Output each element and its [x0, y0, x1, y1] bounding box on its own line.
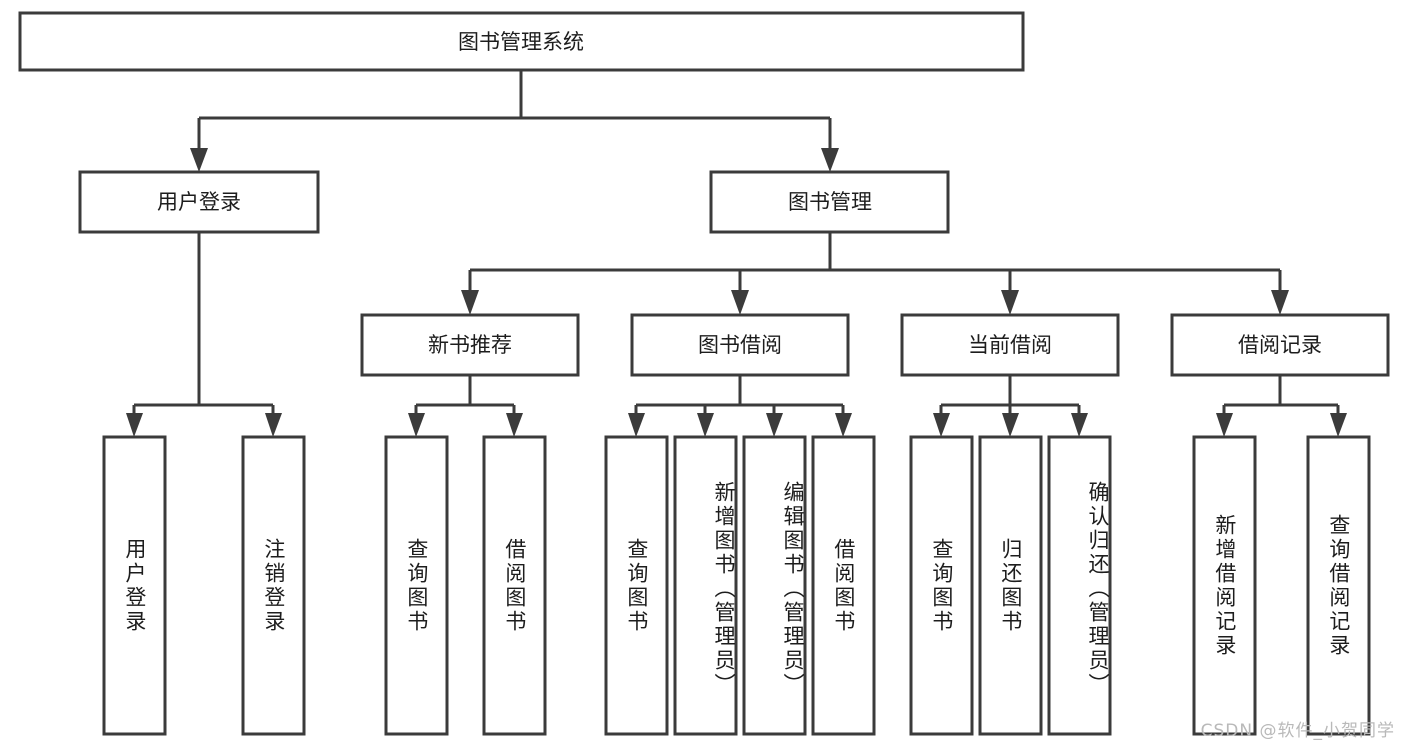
leaf-box-borrow-book-rec[interactable]	[482, 435, 547, 736]
node-current-borrow-box[interactable]	[900, 313, 1120, 377]
arrow-root-to-user-login	[190, 148, 208, 172]
leaf-box-confirm-return-admin[interactable]	[1047, 435, 1112, 736]
arrow-current-borrow-leaf1	[933, 413, 950, 437]
arrow-root-to-book-mgmt	[821, 148, 839, 172]
node-book-mgmt-label: 图书管理	[788, 190, 872, 214]
leaf-box-edit-book-admin[interactable]	[742, 435, 807, 736]
node-root-box[interactable]	[18, 11, 1025, 72]
node-borrow-record-label: 借阅记录	[1238, 333, 1322, 357]
arrow-to-borrow-record	[1271, 290, 1289, 315]
arrow-to-new-book-rec	[461, 290, 479, 315]
leaf-box-add-book-admin[interactable]	[673, 435, 738, 736]
leaf-box-borrow-book[interactable]	[811, 435, 876, 736]
leaf-box-user-login[interactable]	[102, 435, 167, 736]
arrow-new-book-rec-leaf1	[408, 413, 425, 437]
csdn-watermark: CSDN @软件_小贺同学	[1200, 721, 1395, 741]
arrow-current-borrow-leaf2	[1002, 413, 1019, 437]
arrow-borrow-record-leaf2	[1330, 413, 1347, 437]
arrow-user-login-leaf1	[126, 413, 143, 437]
node-new-book-rec-box[interactable]	[360, 313, 580, 377]
node-book-borrow-label: 图书借阅	[698, 333, 782, 357]
arrow-to-current-borrow	[1001, 290, 1019, 315]
arrow-borrow-record-leaf1	[1216, 413, 1233, 437]
arrow-book-borrow-leaf2	[697, 413, 714, 437]
node-new-book-rec-label: 新书推荐	[428, 333, 512, 357]
leaf-box-query-book-borrow[interactable]	[604, 435, 669, 736]
node-user-login-label: 用户登录	[157, 190, 241, 214]
node-book-mgmt-box[interactable]	[709, 170, 950, 234]
arrow-user-login-leaf2	[265, 413, 282, 437]
arrow-new-book-rec-leaf2	[506, 413, 523, 437]
leaf-box-add-borrow-record[interactable]	[1192, 435, 1257, 736]
arrow-book-borrow-leaf1	[628, 413, 645, 437]
leaf-box-query-book-current[interactable]	[909, 435, 974, 736]
arrow-to-book-borrow	[731, 290, 749, 315]
node-borrow-record-box[interactable]	[1170, 313, 1390, 377]
leaf-box-return-book[interactable]	[978, 435, 1043, 736]
node-root-label: 图书管理系统	[458, 30, 584, 54]
leaf-box-query-book-rec[interactable]	[384, 435, 449, 736]
leaf-box-query-borrow-record[interactable]	[1306, 435, 1371, 736]
leaf-box-logout[interactable]	[241, 435, 306, 736]
node-book-borrow-box[interactable]	[630, 313, 850, 377]
node-current-borrow-label: 当前借阅	[968, 333, 1052, 357]
arrow-current-borrow-leaf3	[1071, 413, 1088, 437]
arrow-book-borrow-leaf4	[835, 413, 852, 437]
arrow-book-borrow-leaf3	[766, 413, 783, 437]
